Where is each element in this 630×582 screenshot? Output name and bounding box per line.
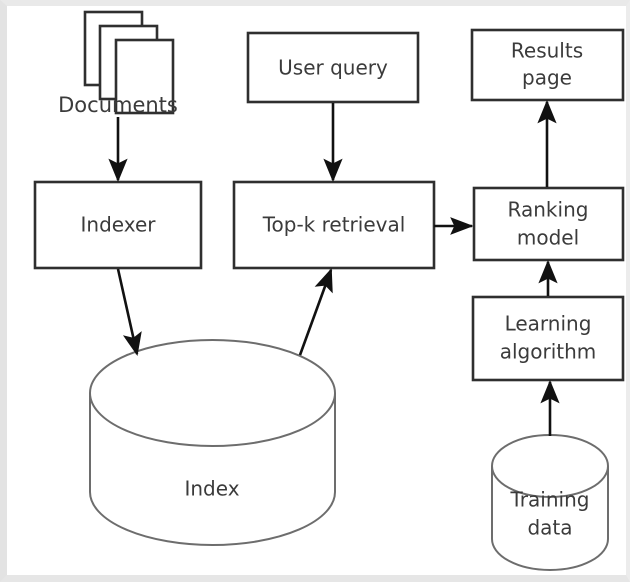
top-k-retrieval-box[interactable]: [232, 180, 436, 270]
user-query-label: User query: [278, 56, 388, 80]
node-learning-algorithm[interactable]: Learning algorithm: [471, 295, 625, 382]
top-k-retrieval-label: Top-k retrieval: [262, 213, 406, 237]
index-label: Index: [184, 477, 239, 501]
results-page-label-line1: Results: [511, 39, 583, 63]
ranking-model-box[interactable]: [472, 186, 625, 262]
edge-index-to-top-k-retrieval: [298, 268, 333, 356]
node-ranking-model[interactable]: Ranking model: [472, 186, 625, 262]
ranking-model-label-line2: model: [517, 226, 579, 250]
node-training-data[interactable]: Training data: [491, 434, 609, 571]
node-results-page[interactable]: Results page: [470, 28, 625, 102]
learning-algorithm-label-line2: algorithm: [500, 340, 597, 364]
index-cylinder-top: [89, 339, 336, 447]
edge-indexer-to-index: [116, 268, 142, 357]
node-user-query[interactable]: User query: [246, 31, 420, 104]
document-page-icon: [114, 38, 175, 115]
results-page-label-line2: page: [522, 66, 572, 90]
node-documents[interactable]: Documents: [58, 10, 178, 117]
learning-algorithm-box[interactable]: [471, 295, 625, 382]
ranking-model-label-line1: Ranking: [508, 198, 589, 222]
node-top-k-retrieval[interactable]: Top-k retrieval: [232, 180, 436, 270]
learning-algorithm-label-line1: Learning: [505, 312, 592, 336]
indexer-label: Indexer: [81, 213, 157, 237]
node-indexer[interactable]: Indexer: [33, 180, 203, 270]
documents-label: Documents: [58, 93, 178, 117]
training-data-label-line2: data: [527, 516, 572, 540]
training-data-label-line1: Training: [510, 488, 590, 512]
node-index[interactable]: Index: [89, 339, 336, 546]
indexer-box[interactable]: [33, 180, 203, 270]
user-query-box[interactable]: [246, 31, 420, 104]
